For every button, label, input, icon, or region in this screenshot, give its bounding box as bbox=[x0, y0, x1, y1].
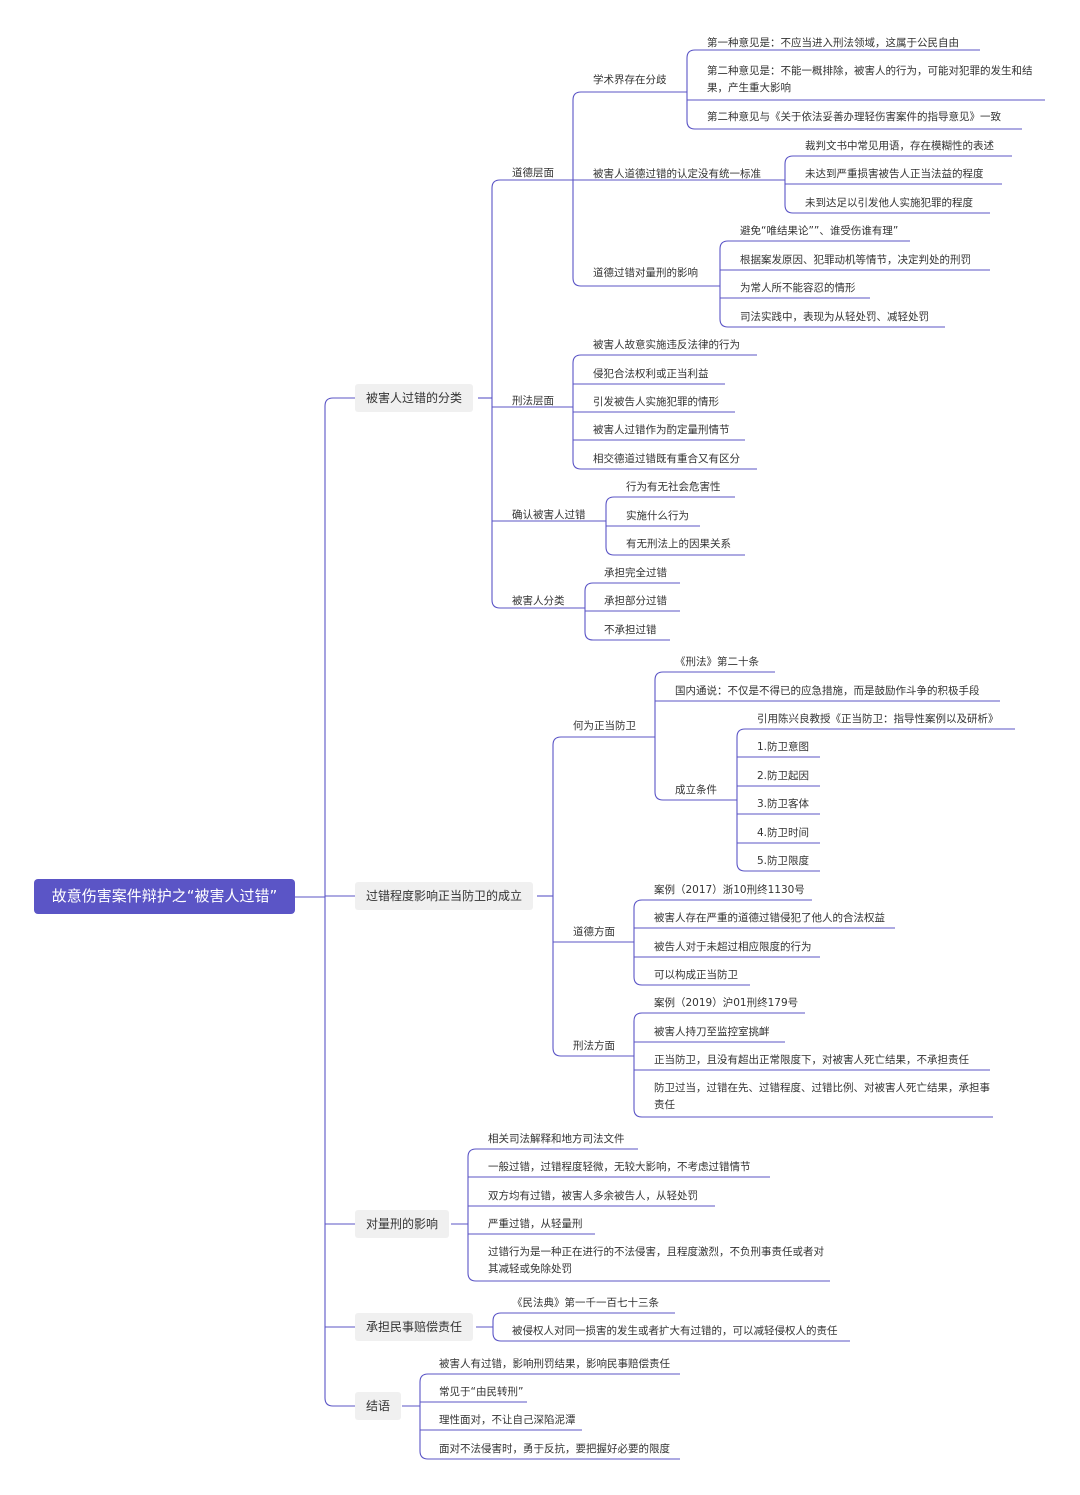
leaf-conclusion-3[interactable]: 理性面对，不让自己深陷泥潭 bbox=[439, 1414, 576, 1426]
leaf-moral-3[interactable]: 被告人对于未超过相应限度的行为 bbox=[654, 941, 812, 953]
leaf-conclusion-1[interactable]: 被害人有过错，影响刑罚结果，影响民事赔偿责任 bbox=[439, 1358, 670, 1370]
node-victim-classification[interactable]: 被害人分类 bbox=[512, 595, 565, 607]
node-establishment-conditions[interactable]: 成立条件 bbox=[675, 784, 717, 796]
leaf-standard-2[interactable]: 未达到严重损害被告人正当法益的程度 bbox=[805, 168, 984, 180]
leaf-moral-2[interactable]: 被害人存在严重的道德过错侵犯了他人的合法权益 bbox=[654, 912, 885, 924]
leaf-criminal-law-article-20[interactable]: 《刑法》第二十条 bbox=[675, 656, 759, 668]
node-no-unified-standard[interactable]: 被害人道德过错的认定没有统一标准 bbox=[593, 168, 761, 180]
leaf-cond-2[interactable]: 2.防卫起因 bbox=[757, 770, 810, 782]
leaf-conclusion-4[interactable]: 面对不法侵害时，勇于反抗，要把握好必要的限度 bbox=[439, 1443, 670, 1455]
node-confirm-victim-fault[interactable]: 确认被害人过错 bbox=[512, 509, 586, 521]
leaf-impact-1[interactable]: 避免“唯结果论””、谁受伤谁有理” bbox=[740, 225, 899, 237]
branch-conclusion[interactable]: 结语 bbox=[355, 1392, 402, 1420]
leaf-cond-1[interactable]: 1.防卫意图 bbox=[757, 741, 810, 753]
leaf-impact-2[interactable]: 根据案发原因、犯罪动机等情节，决定判处的刑罚 bbox=[740, 254, 971, 266]
leaf-criminal-5[interactable]: 相交德道过错既有重合又有区分 bbox=[593, 453, 740, 465]
leaf-cond-5[interactable]: 5.防卫限度 bbox=[757, 855, 810, 867]
node-moral-level[interactable]: 道德层面 bbox=[512, 167, 554, 179]
branch-victim-fault-classification[interactable]: 被害人过错的分类 bbox=[355, 384, 474, 412]
leaf-opinion-1[interactable]: 第一种意见是：不应当进入刑法领域，这属于公民自由 bbox=[707, 37, 959, 49]
leaf-victim-3[interactable]: 不承担过错 bbox=[604, 624, 657, 636]
leaf-criminal-aspect-4[interactable]: 防卫过当，过错在先、过错程度、过错比例、对被害人死亡结果，承担事责任 bbox=[654, 1082, 990, 1111]
node-what-is-self-defense[interactable]: 何为正当防卫 bbox=[573, 720, 636, 732]
leaf-criminal-4[interactable]: 被害人过错作为酌定量刑情节 bbox=[593, 424, 730, 436]
leaf-victim-1[interactable]: 承担完全过错 bbox=[604, 567, 667, 579]
leaf-sentencing-3[interactable]: 双方均有过错，被害人多余被告人，从轻处罚 bbox=[488, 1190, 698, 1202]
leaf-civil-liability-reduce[interactable]: 被侵权人对同一损害的发生或者扩大有过错的，可以减轻侵权人的责任 bbox=[512, 1325, 838, 1337]
leaf-criminal-2[interactable]: 侵犯合法权利或正当利益 bbox=[593, 368, 709, 380]
leaf-civil-code-1173[interactable]: 《民法典》第一千一百七十三条 bbox=[512, 1297, 659, 1309]
branch-civil-liability[interactable]: 承担民事赔偿责任 bbox=[355, 1313, 474, 1341]
leaf-cond-4[interactable]: 4.防卫时间 bbox=[757, 827, 810, 839]
leaf-opinion-2[interactable]: 第二种意见是：不能一概排除，被害人的行为，可能对犯罪的发生和结果，产生重大影响 bbox=[707, 65, 1033, 94]
leaf-impact-3[interactable]: 为常人所不能容忍的情形 bbox=[740, 282, 856, 294]
leaf-opinion-3[interactable]: 第二种意见与《关于依法妥善办理轻伤害案件的指导意见》一致 bbox=[707, 111, 1001, 123]
leaf-criminal-case[interactable]: 案例（2019）沪01刑终179号 bbox=[654, 997, 799, 1009]
leaf-criminal-1[interactable]: 被害人故意实施违反法律的行为 bbox=[593, 339, 740, 351]
leaf-conclusion-2[interactable]: 常见于“由民转刑” bbox=[439, 1386, 524, 1398]
leaf-domestic-consensus[interactable]: 国内通说：不仅是不得已的应急措施，而是鼓励作斗争的积极手段 bbox=[675, 685, 980, 697]
leaf-sentencing-1[interactable]: 相关司法解释和地方司法文件 bbox=[488, 1133, 625, 1145]
leaf-criminal-aspect-2[interactable]: 被害人持刀至监控室挑衅 bbox=[654, 1026, 770, 1038]
leaf-sentencing-5[interactable]: 过错行为是一种正在进行的不法侵害，且程度激烈，不负刑事责任或者对其减轻或免除处罚 bbox=[488, 1246, 824, 1275]
leaf-criminal-aspect-3[interactable]: 正当防卫，且没有超出正常限度下，对被害人死亡结果，不承担责任 bbox=[654, 1054, 969, 1066]
branch-fault-degree-self-defense[interactable]: 过错程度影响正当防卫的成立 bbox=[355, 882, 534, 910]
leaf-confirm-2[interactable]: 实施什么行为 bbox=[626, 510, 689, 522]
leaf-standard-3[interactable]: 未到达足以引发他人实施犯罪的程度 bbox=[805, 197, 973, 209]
leaf-cond-3[interactable]: 3.防卫客体 bbox=[757, 798, 810, 810]
leaf-cond-citation[interactable]: 引用陈兴良教授《正当防卫：指导性案例以及研析》 bbox=[757, 713, 999, 725]
leaf-victim-2[interactable]: 承担部分过错 bbox=[604, 595, 667, 607]
node-moral-aspect[interactable]: 道德方面 bbox=[573, 926, 615, 938]
leaf-confirm-1[interactable]: 行为有无社会危害性 bbox=[626, 481, 721, 493]
root-topic[interactable]: 故意伤害案件辩护之“被害人过错” bbox=[34, 879, 295, 914]
node-moral-sentencing-impact[interactable]: 道德过错对量刑的影响 bbox=[593, 267, 698, 279]
branch-sentencing-impact[interactable]: 对量刑的影响 bbox=[355, 1210, 450, 1238]
leaf-criminal-3[interactable]: 引发被告人实施犯罪的情形 bbox=[593, 396, 719, 408]
leaf-impact-4[interactable]: 司法实践中，表现为从轻处罚、减轻处罚 bbox=[740, 311, 929, 323]
leaf-standard-1[interactable]: 裁判文书中常见用语，存在模糊性的表述 bbox=[805, 140, 994, 152]
node-academic-dispute[interactable]: 学术界存在分歧 bbox=[593, 74, 667, 86]
node-criminal-level[interactable]: 刑法层面 bbox=[512, 395, 554, 407]
node-criminal-aspect[interactable]: 刑法方面 bbox=[573, 1040, 615, 1052]
leaf-sentencing-2[interactable]: 一般过错，过错程度轻微，无较大影响，不考虑过错情节 bbox=[488, 1161, 751, 1173]
leaf-moral-4[interactable]: 可以构成正当防卫 bbox=[654, 969, 738, 981]
leaf-sentencing-4[interactable]: 严重过错，从轻量刑 bbox=[488, 1218, 583, 1230]
leaf-moral-case[interactable]: 案例（2017）浙10刑终1130号 bbox=[654, 884, 805, 896]
leaf-confirm-3[interactable]: 有无刑法上的因果关系 bbox=[626, 538, 731, 550]
